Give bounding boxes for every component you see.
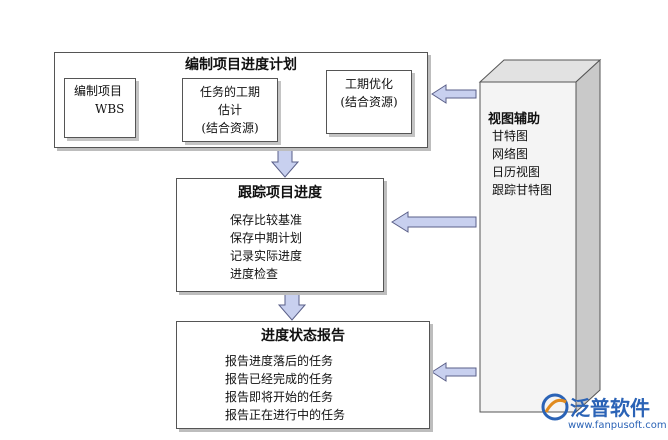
- report-item: 报告即将开始的任务: [225, 390, 334, 404]
- arrow-to-track: [391, 211, 477, 233]
- estimate-line-2: 估计: [217, 103, 242, 117]
- views-item: 日历视图: [492, 165, 541, 179]
- views-item: 甘特图: [492, 129, 529, 143]
- views-item: 网络图: [492, 147, 529, 161]
- views-pillar-front: [479, 81, 577, 413]
- views-list: 甘特图 网络图 日历视图 跟踪甘特图: [492, 127, 552, 199]
- brand-logo-icon: [541, 393, 569, 421]
- optimize-line-1: 工期优化: [344, 77, 393, 91]
- arrow-to-plan: [431, 84, 477, 104]
- estimate-line-3: (结合资源): [201, 121, 259, 135]
- wbs-line-1: 编制项目: [74, 84, 123, 98]
- optimize-line-2: (结合资源): [340, 95, 398, 109]
- watermark: 泛普软件 www.fanpusoft.com: [538, 390, 667, 436]
- track-title: 跟踪项目进度: [238, 185, 322, 201]
- arrow-track-to-report: [277, 292, 307, 321]
- report-title: 进度状态报告: [261, 328, 345, 344]
- wbs-line-2: WBS: [95, 102, 125, 116]
- report-list: 报告进度落后的任务 报告已经完成的任务 报告即将开始的任务 报告正在进行中的任务: [225, 352, 345, 424]
- estimate-line-1: 任务的工期: [199, 85, 260, 99]
- optimize-box: 工期优化 (结合资源): [326, 70, 412, 134]
- views-title: 视图辅助: [488, 112, 541, 127]
- report-section: [176, 321, 430, 429]
- watermark-url: www.fanpusoft.com: [568, 420, 667, 431]
- track-item: 进度检查: [230, 267, 279, 281]
- report-item: 报告已经完成的任务: [225, 372, 334, 386]
- plan-title: 编制项目进度计划: [185, 57, 297, 73]
- track-item: 保存比较基准: [230, 213, 303, 227]
- report-item: 报告进度落后的任务: [225, 354, 334, 368]
- arrow-to-report: [431, 362, 477, 382]
- views-item: 跟踪甘特图: [492, 183, 553, 197]
- report-item: 报告正在进行中的任务: [225, 408, 346, 422]
- track-item: 保存中期计划: [230, 231, 303, 245]
- wbs-box: 编制项目 WBS: [64, 78, 136, 138]
- estimate-box: 任务的工期 估计 (结合资源): [182, 78, 278, 142]
- track-section: [176, 178, 384, 292]
- arrow-plan-to-track: [270, 149, 300, 178]
- track-item: 记录实际进度: [230, 249, 303, 263]
- watermark-brand: 泛普软件: [570, 396, 650, 420]
- track-list: 保存比较基准 保存中期计划 记录实际进度 进度检查: [230, 211, 302, 283]
- views-pillar-side: [575, 58, 601, 414]
